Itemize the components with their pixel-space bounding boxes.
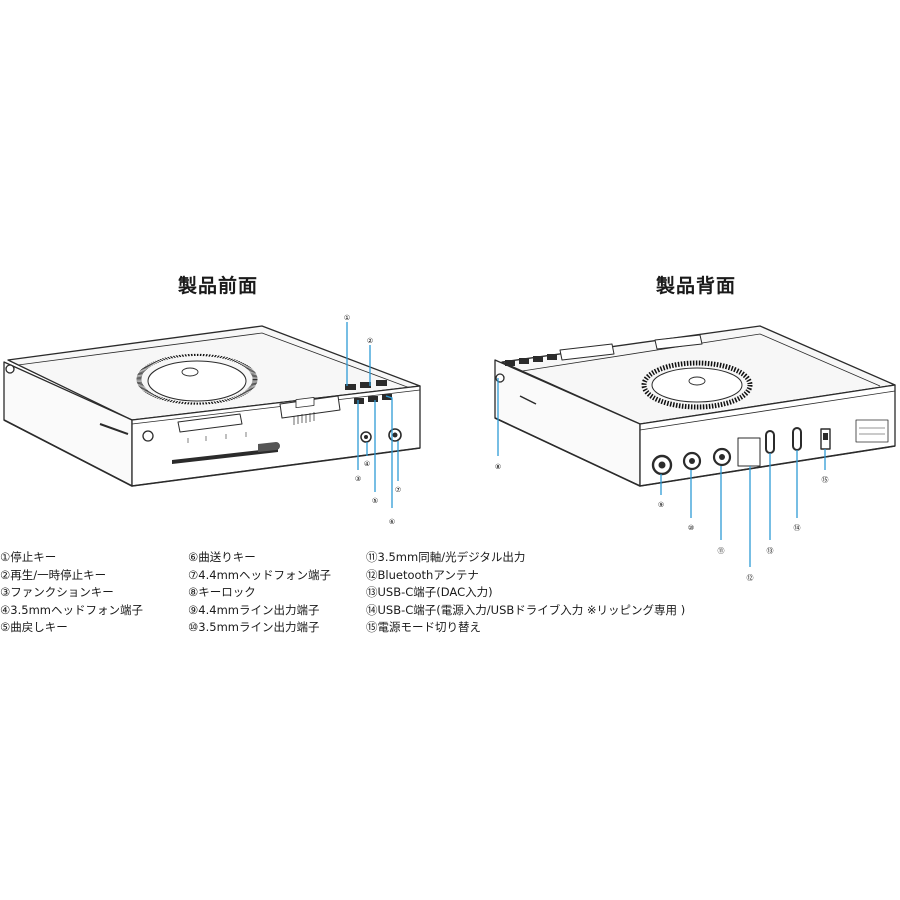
- legend-column-1: ①停止キー ②再生/一時停止キー ③ファンクションキー ④3.5mmヘッドフォン…: [0, 549, 143, 637]
- back-callout-lines: [497, 378, 826, 567]
- front-device-illustration: [3, 325, 421, 487]
- front-disc-slot: [172, 448, 278, 464]
- back-usb-c-power: [792, 427, 802, 451]
- back-display-window: [654, 334, 703, 350]
- legend-item-10: ⑩3.5mmライン出力端子: [188, 620, 320, 635]
- front-grille: [293, 412, 315, 425]
- callout-marker-3: ③: [355, 475, 361, 483]
- callout-marker-5: ⑤: [372, 497, 378, 505]
- callout-marker-1: ①: [344, 314, 350, 322]
- callout-marker-4: ④: [364, 460, 370, 468]
- legend-item-1: ①停止キー: [0, 550, 57, 564]
- front-disc-outer: [136, 353, 258, 405]
- callout-marker-8: ⑧: [495, 463, 501, 471]
- front-side-jack: [142, 430, 154, 442]
- callout-marker-10: ⑩: [688, 524, 694, 532]
- back-view-title: 製品背面: [656, 275, 737, 297]
- callout-marker-9: ⑨: [658, 501, 664, 509]
- callout-marker-13: ⑬: [767, 547, 774, 555]
- callout-markers: ① ② ③④ ⑤ ⑥ ⑦ ⑧ ⑨ ⑩ ⑪ ⑫ ⑬ ⑭ ⑮: [344, 314, 829, 582]
- callout-marker-12: ⑫: [747, 574, 754, 582]
- legend-item-7: ⑦4.4mmヘッドフォン端子: [188, 567, 332, 582]
- legend-item-6: ⑥曲送りキー: [188, 550, 256, 564]
- back-rating-label: [855, 419, 889, 443]
- callout-marker-14: ⑭: [794, 524, 801, 532]
- legend-item-9: ⑨4.4mmライン出力端子: [188, 602, 320, 617]
- back-key-row: [505, 354, 557, 366]
- front-display-window: [177, 413, 243, 433]
- legend-item-2: ②再生/一時停止キー: [0, 567, 107, 582]
- legend-item-5: ⑤曲戻しキー: [0, 620, 68, 635]
- legend-item-3: ③ファンクションキー: [0, 585, 114, 600]
- back-disc-logo: [688, 376, 706, 386]
- front-callout-lines: [346, 322, 399, 508]
- back-disc-ring: [641, 360, 753, 410]
- legend-item-12: ⑫Bluetoothアンテナ: [366, 567, 479, 582]
- front-disc-logo: [181, 367, 199, 377]
- callout-marker-11: ⑪: [718, 547, 725, 555]
- front-button-panel: [279, 395, 341, 419]
- back-usb-c-dac: [765, 430, 775, 454]
- back-device-illustration: [494, 325, 896, 487]
- legend-item-13: ⑬USB-C端子(DAC入力): [366, 585, 493, 600]
- callout-marker-6: ⑥: [389, 518, 395, 526]
- callout-marker-2: ②: [367, 337, 373, 345]
- legend-column-2: ⑥曲送りキー ⑦4.4mmヘッドフォン端子 ⑧キーロック ⑨4.4mmライン出力…: [188, 549, 331, 637]
- callout-marker-7: ⑦: [395, 486, 401, 494]
- front-view-title: 製品前面: [178, 275, 259, 297]
- legend-item-4: ④3.5mmヘッドフォン端子: [0, 602, 144, 617]
- legend-item-11: ⑪3.5mm同軸/光デジタル出力: [366, 550, 526, 564]
- legend-item-8: ⑧キーロック: [188, 585, 256, 600]
- legend-column-3: ⑪3.5mm同軸/光デジタル出力 ⑫Bluetoothアンテナ ⑬USB-C端子…: [366, 549, 685, 637]
- legend-item-15: ⑮電源モード切り替え: [366, 620, 481, 635]
- callout-marker-15: ⑮: [822, 476, 829, 484]
- back-bluetooth-antenna-window: [737, 437, 761, 467]
- legend-item-14: ⑭USB-C端子(電源入力/USBドライブ入力 ※リッピング専用 ): [366, 602, 686, 617]
